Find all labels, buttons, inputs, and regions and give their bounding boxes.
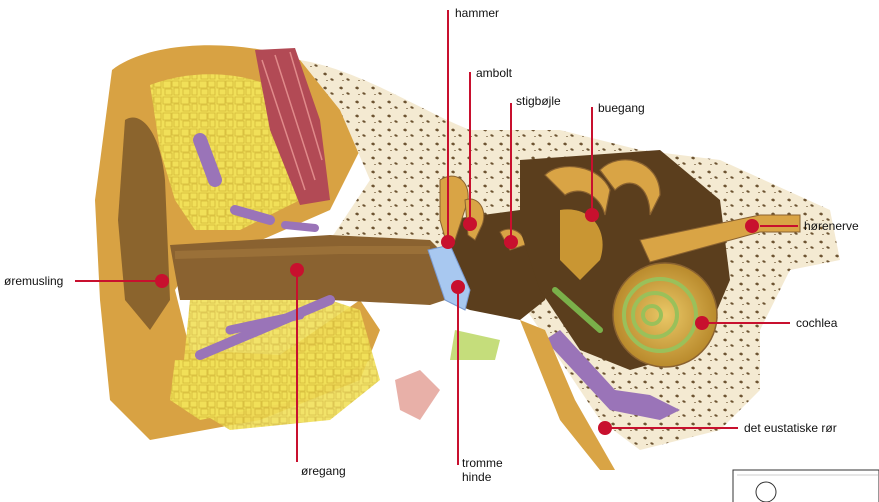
marker-stigbojle (504, 235, 518, 249)
label-eustatiske: det eustatiske rør (744, 421, 837, 435)
label-trommehinde: tromme hinde (462, 456, 522, 484)
marker-buegang (585, 208, 599, 222)
marker-eustatiske (598, 421, 612, 435)
marker-oremusling (155, 274, 169, 288)
label-oregang: øregang (301, 464, 346, 478)
ear-canal (170, 235, 445, 305)
label-ambolt: ambolt (476, 66, 512, 80)
label-stigbojle: stigbøjle (516, 94, 561, 108)
label-horenerve: hørenerve (804, 219, 859, 233)
marker-ambolt (463, 217, 477, 231)
marker-cochlea (695, 316, 709, 330)
marker-hammer (441, 235, 455, 249)
label-hammer: hammer (455, 6, 499, 20)
label-trommehinde-line2: hinde (462, 470, 522, 484)
label-cochlea: cochlea (796, 316, 837, 330)
label-buegang: buegang (598, 101, 645, 115)
label-trommehinde-line1: tromme (462, 456, 522, 470)
marker-trommehinde (451, 280, 465, 294)
marker-horenerve (745, 219, 759, 233)
marker-oregang (290, 263, 304, 277)
label-oremusling: øremusling (4, 274, 63, 288)
